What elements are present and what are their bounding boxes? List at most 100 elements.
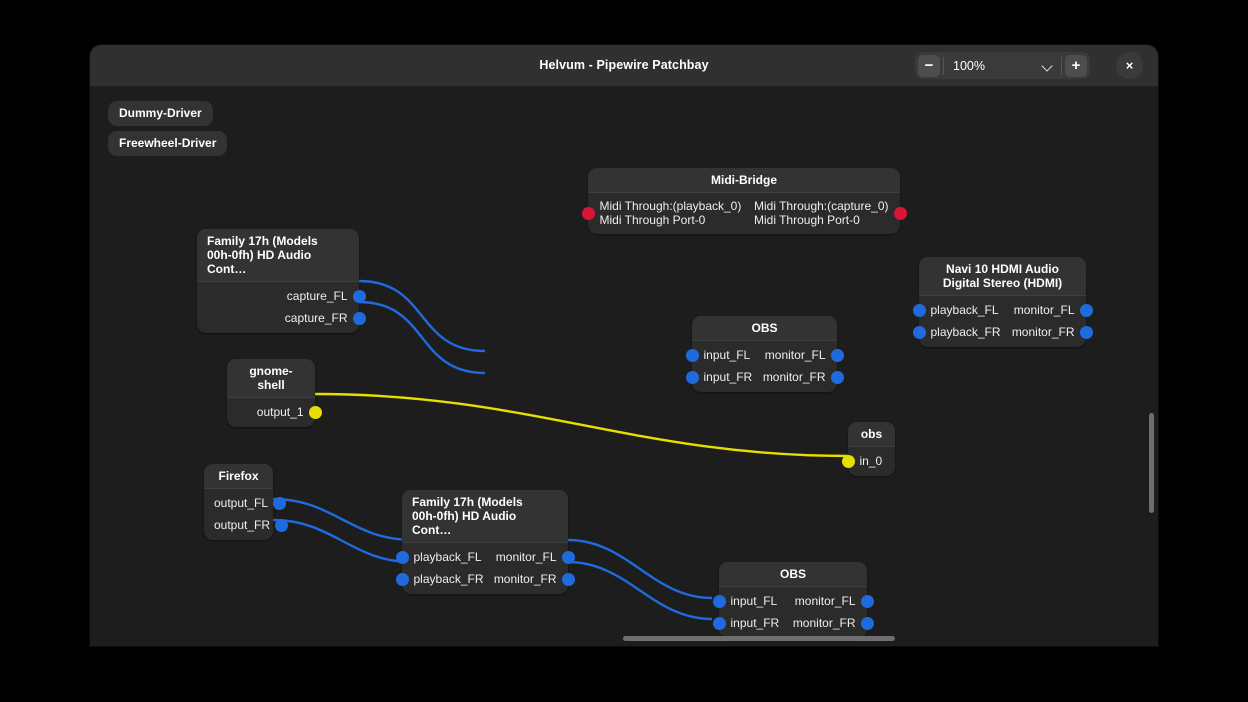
port-dot-video[interactable] <box>841 454 855 468</box>
port-label: input_FL <box>703 348 751 362</box>
port-dot-audio[interactable] <box>561 550 575 564</box>
port-dot-audio[interactable] <box>395 550 409 564</box>
node-firefox[interactable]: Firefox output_FL output_FR <box>204 464 289 540</box>
node-title: gnome-shell <box>227 359 315 398</box>
port-monitor-fr[interactable]: monitor_FR <box>494 572 575 586</box>
port-playback-fl[interactable]: playback_FL <box>912 303 999 317</box>
node-obs-bottom[interactable]: OBS input_FL monitor_FL <box>712 562 874 638</box>
vertical-scrollbar[interactable] <box>1149 413 1154 513</box>
port-row: playback_FL monitor_FL <box>912 299 1093 321</box>
node-midi-bridge[interactable]: Midi-Bridge Midi Through:(playback_0) Mi… <box>581 168 907 234</box>
zoom-level-value: 100% <box>953 58 985 73</box>
port-output-1[interactable]: output_1 <box>257 405 322 419</box>
port-midi-playback-0[interactable]: Midi Through:(playback_0) Midi Through P… <box>581 199 741 227</box>
port-dot-audio[interactable] <box>395 572 409 586</box>
link-path <box>314 392 849 458</box>
node-ports: Midi Through:(playback_0) Midi Through P… <box>581 193 907 234</box>
port-capture-fr[interactable]: capture_FR <box>284 311 366 325</box>
link-path <box>272 518 413 564</box>
node-family17h-playback[interactable]: Family 17h (Models 00h-0fh) HD Audio Con… <box>395 490 575 594</box>
driver-label: Dummy-Driver <box>119 106 202 120</box>
chevron-down-icon <box>1042 60 1054 72</box>
port-label: capture_FR <box>284 311 348 325</box>
port-capture-fl[interactable]: capture_FL <box>287 289 366 303</box>
window-title: Helvum - Pipewire Patchbay <box>539 58 709 72</box>
node-gnome-shell[interactable]: gnome-shell output_1 <box>227 359 322 427</box>
port-dot-midi[interactable] <box>893 206 907 220</box>
port-label: playback_FL <box>413 550 482 564</box>
node-obs-top[interactable]: OBS input_FL monitor_FL <box>685 316 844 392</box>
port-row: playback_FR monitor_FR <box>912 321 1093 343</box>
port-dot-audio[interactable] <box>1079 325 1093 339</box>
port-dot-audio[interactable] <box>912 325 926 339</box>
node-family17h-capture[interactable]: Family 17h (Models 00h-0fh) HD Audio Con… <box>197 229 366 333</box>
node-title: Family 17h (Models 00h-0fh) HD Audio Con… <box>402 490 568 543</box>
port-label: monitor_FR <box>792 616 856 630</box>
zoom-control-group: − 100% + <box>915 52 1090 79</box>
port-output-fr[interactable]: output_FR <box>214 518 289 532</box>
port-dot-audio[interactable] <box>712 594 726 608</box>
node-title: Family 17h (Models 00h-0fh) HD Audio Con… <box>197 229 359 282</box>
port-monitor-fl[interactable]: monitor_FL <box>795 594 874 608</box>
port-dot-audio[interactable] <box>273 496 287 510</box>
driver-pill-dummy[interactable]: Dummy-Driver <box>108 101 213 126</box>
node-ports: input_FL monitor_FL input_FR <box>685 341 844 392</box>
port-dot-audio[interactable] <box>1079 303 1093 317</box>
port-dot-audio[interactable] <box>860 616 874 630</box>
port-dot-audio[interactable] <box>712 616 726 630</box>
port-row: in_0 <box>841 450 895 472</box>
port-label: playback_FL <box>930 303 999 317</box>
port-dot-audio[interactable] <box>275 518 289 532</box>
port-monitor-fl[interactable]: monitor_FL <box>765 348 844 362</box>
port-dot-audio[interactable] <box>685 370 699 384</box>
port-row: capture_FR <box>197 307 366 329</box>
port-monitor-fl[interactable]: monitor_FL <box>496 550 575 564</box>
port-midi-capture-0[interactable]: Midi Through:(capture_0) Midi Through Po… <box>754 199 907 227</box>
port-dot-audio[interactable] <box>685 348 699 362</box>
port-monitor-fl[interactable]: monitor_FL <box>1014 303 1093 317</box>
port-playback-fl[interactable]: playback_FL <box>395 550 482 564</box>
port-playback-fr[interactable]: playback_FR <box>395 572 484 586</box>
port-label: playback_FR <box>930 325 1001 339</box>
close-icon: × <box>1125 58 1134 73</box>
port-dot-audio[interactable] <box>830 370 844 384</box>
zoom-in-button[interactable]: + <box>1065 54 1087 77</box>
node-obs-video[interactable]: obs in_0 <box>841 422 895 476</box>
port-dot-audio[interactable] <box>352 311 366 325</box>
port-dot-audio[interactable] <box>912 303 926 317</box>
node-navi10-hdmi[interactable]: Navi 10 HDMI Audio Digital Stereo (HDMI)… <box>912 257 1093 347</box>
node-title: OBS <box>719 562 867 587</box>
port-monitor-fr[interactable]: monitor_FR <box>763 370 844 384</box>
node-ports: in_0 <box>841 447 895 476</box>
port-input-fr[interactable]: input_FR <box>712 616 779 630</box>
zoom-level-dropdown[interactable]: 100% <box>944 52 1061 79</box>
window-close-button[interactable]: × <box>1116 52 1143 79</box>
port-monitor-fr[interactable]: monitor_FR <box>1011 325 1093 339</box>
port-dot-audio[interactable] <box>352 289 366 303</box>
port-dot-video[interactable] <box>308 405 322 419</box>
port-row: output_FR <box>204 514 289 536</box>
port-playback-fr[interactable]: playback_FR <box>912 325 1001 339</box>
port-dot-audio[interactable] <box>830 348 844 362</box>
port-input-fl[interactable]: input_FL <box>712 594 777 608</box>
port-monitor-fr[interactable]: monitor_FR <box>792 616 874 630</box>
port-dot-audio[interactable] <box>860 594 874 608</box>
port-in-0[interactable]: in_0 <box>841 454 882 468</box>
node-title: Firefox <box>204 464 273 489</box>
port-input-fl[interactable]: input_FL <box>685 348 751 362</box>
port-output-fl[interactable]: output_FL <box>214 496 287 510</box>
horizontal-scrollbar[interactable] <box>623 636 895 641</box>
port-dot-midi[interactable] <box>581 206 595 220</box>
port-input-fr[interactable]: input_FR <box>685 370 752 384</box>
patchbay-canvas[interactable]: Dummy-Driver Freewheel-Driver Family 17h… <box>90 86 1158 646</box>
port-label: playback_FR <box>413 572 484 586</box>
port-label: monitor_FR <box>1011 325 1075 339</box>
minus-icon: − <box>924 57 934 74</box>
port-dot-audio[interactable] <box>561 572 575 586</box>
window-headerbar: Helvum - Pipewire Patchbay − 100% + × <box>90 45 1158 87</box>
port-row: output_FL <box>204 492 287 514</box>
link-path <box>567 560 713 621</box>
zoom-out-button[interactable]: − <box>918 54 940 77</box>
driver-pill-freewheel[interactable]: Freewheel-Driver <box>108 131 228 156</box>
